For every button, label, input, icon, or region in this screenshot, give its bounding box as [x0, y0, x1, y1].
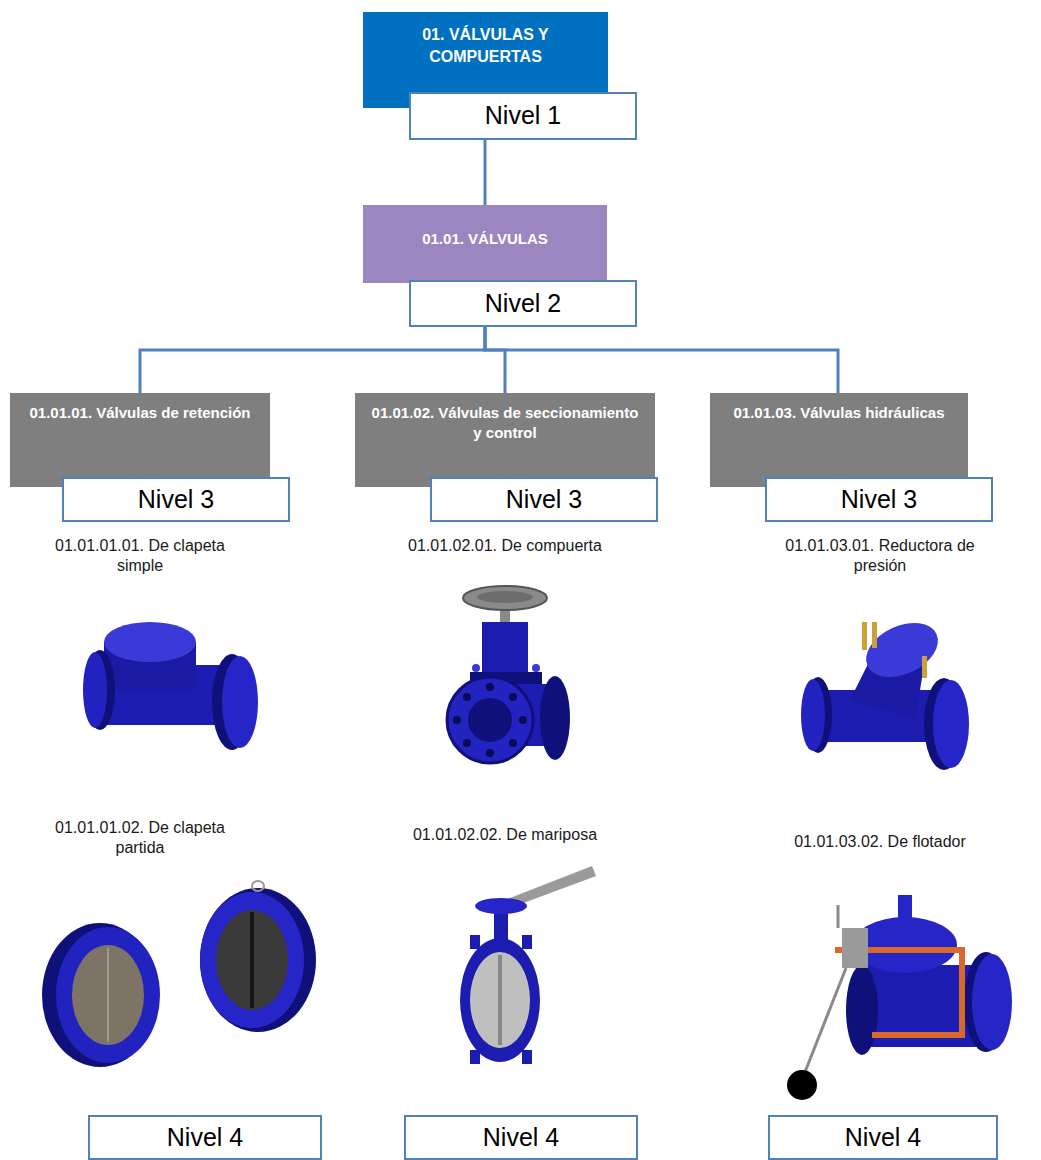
family-box: 01.01.02. Válvulas de seccionamiento y c… [355, 393, 655, 487]
node-text: Nivel 1 [485, 99, 561, 133]
item-caption: 01.01.02.02. De mariposa [355, 825, 655, 845]
dual-plate-check-valve [42, 881, 316, 1067]
level-tag: Nivel 3 [765, 477, 993, 522]
level-tag: Nivel 1 [409, 92, 637, 140]
level-tag: Nivel 4 [88, 1115, 322, 1160]
item-caption: 01.01.01.02. De clapeta partida [35, 818, 245, 858]
tree-connector [485, 327, 505, 393]
node-text: Nivel 3 [138, 483, 214, 517]
level-tag: Nivel 3 [62, 477, 290, 522]
node-text: 01. VÁLVULAS Y COMPUERTAS [375, 24, 596, 67]
swing-check-valve [83, 622, 258, 750]
node-text: Nivel 4 [483, 1121, 559, 1155]
item-caption: 01.01.03.02. De flotador [730, 832, 1030, 852]
level-tag: Nivel 2 [409, 280, 637, 327]
node-text: 01.01.01. Válvulas de retención [30, 403, 251, 423]
node-text: Nivel 4 [845, 1121, 921, 1155]
node-text: 01.01. VÁLVULAS [422, 229, 548, 249]
item-caption: 01.01.01.01. De clapeta simple [35, 536, 245, 576]
level-tag: Nivel 4 [404, 1115, 638, 1160]
butterfly-valve [460, 866, 596, 1064]
tree-connector [484, 140, 487, 205]
gate-valve [447, 586, 570, 763]
node-text: Nivel 4 [167, 1121, 243, 1155]
tree-connector [140, 327, 485, 393]
node-text: Nivel 3 [506, 483, 582, 517]
group-box: 01.01. VÁLVULAS [363, 205, 607, 283]
family-box: 01.01.01. Válvulas de retención [10, 393, 270, 487]
node-text: Nivel 2 [485, 287, 561, 321]
level-tag: Nivel 3 [430, 477, 658, 522]
level-tag: Nivel 4 [768, 1115, 998, 1160]
tree-connector [485, 327, 838, 393]
float-valve [787, 895, 1012, 1100]
family-box: 01.01.03. Válvulas hidráulicas [710, 393, 968, 487]
item-caption: 01.01.02.01. De compuerta [355, 536, 655, 556]
node-text: 01.01.02. Válvulas de seccionamiento y c… [367, 403, 643, 444]
item-caption: 01.01.03.01. Reductora de presión [765, 536, 995, 576]
node-text: Nivel 3 [841, 483, 917, 517]
pressure-reducing-valve [801, 612, 969, 770]
node-text: 01.01.03. Válvulas hidráulicas [734, 403, 945, 423]
